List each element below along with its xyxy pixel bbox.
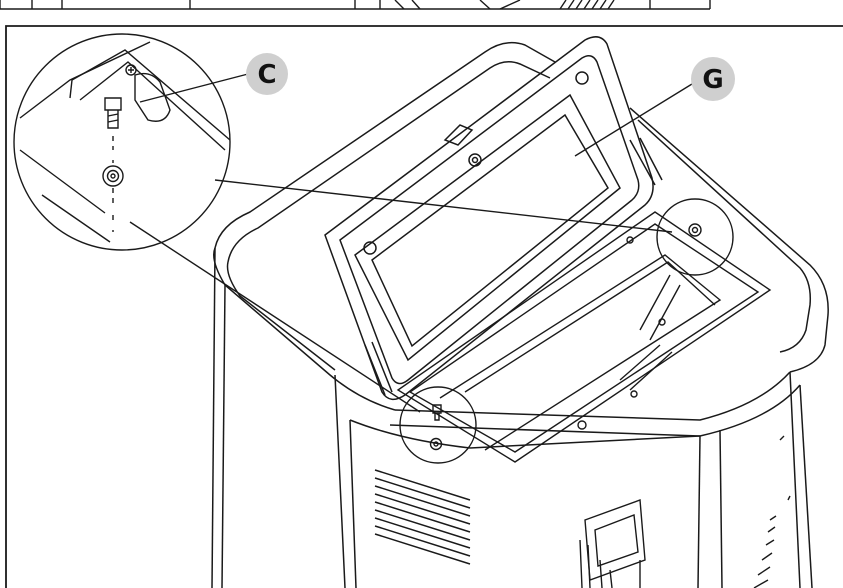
leader-lines — [129, 179, 673, 413]
inner-tray — [396, 211, 772, 463]
callout-g: G — [574, 57, 735, 157]
bottom-bracket — [579, 435, 791, 588]
frame-border — [5, 25, 843, 588]
callout-c-leader — [139, 73, 249, 103]
top-table-strip — [0, 0, 711, 10]
callout-c-badge — [246, 53, 288, 95]
callout-g-badge — [691, 57, 735, 101]
screw-detail-circles — [399, 198, 734, 464]
detail-magnifier — [13, 33, 231, 251]
open-lid — [324, 36, 663, 401]
callout-g-label: G — [702, 65, 723, 95]
stove-body — [211, 41, 829, 588]
callout-c-label: C — [257, 60, 276, 90]
callout-g-leader — [574, 83, 693, 157]
callout-c: C — [139, 53, 288, 103]
